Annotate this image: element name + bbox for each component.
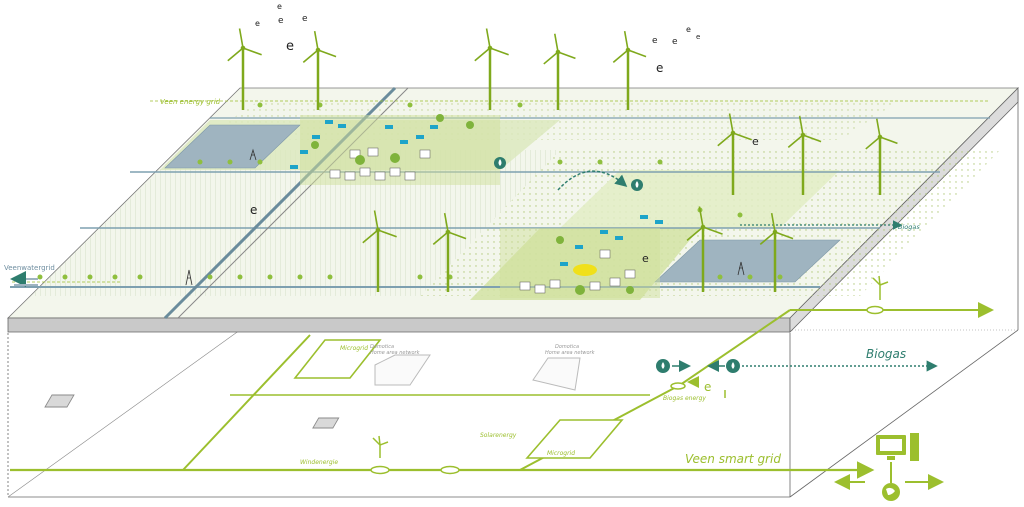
wind-turbine-hub [625,47,631,53]
wind-turbine-blade [627,49,647,58]
wind-turbine-blade [875,118,881,138]
globe-icon [882,483,900,501]
electron-icon: e [752,135,759,148]
electron-icon: e [672,37,678,47]
wind-turbine-blade [302,49,319,63]
wind-turbine-hub [375,227,381,233]
biogas-label-bottom: Biogas [866,347,906,361]
biogas-label-top: Biogas [898,223,920,231]
wind-turbine-blade [432,231,449,245]
domotica-1-label: Domotica [370,344,394,350]
biogas-energy-label: Biogas energy [663,395,706,402]
energy-grid-lines [12,100,990,283]
electron-icon: e [302,14,308,24]
electron-icon: e [686,25,691,34]
wind-turbine-hub [487,45,493,51]
wind-turbine-blade [798,115,804,136]
wind-turbine-blade [489,47,509,56]
smart-grid-network [10,302,994,479]
biogas-flow-arrow [557,170,628,191]
wind-turbine-blade [238,28,244,49]
wind-turbine-hub [730,130,736,136]
wind-turbine-blade [543,51,559,65]
windenergie-label: Windenergie [300,459,338,466]
veen-energy-grid-label: Veen energy grid [160,98,221,106]
water-basins [164,124,841,283]
wind-turbine-blade [317,49,337,58]
wind-turbine-icon [372,275,889,458]
water-basin-right [654,239,841,283]
domotica-1-sublabel: Home area network [370,350,421,356]
wind-turbine-blade [802,134,822,143]
microgrid-2-label: Microgrid [547,450,575,457]
wind-turbine-blade [702,226,723,235]
wind-turbine-blade [717,132,734,147]
wind-turbine-blade [623,30,629,51]
veenwatergrid-arrows [10,271,38,287]
veen-smart-grid-label: Veen smart grid [685,452,781,466]
wind-turbine-blade [443,212,449,233]
electron-icon: e [642,252,649,265]
wind-turbine-hub [240,45,246,51]
domotica-2-label: Domotica [555,344,579,350]
wind-turbine-blade [227,47,244,62]
canals [10,86,990,320]
village-cluster-bottom [500,215,663,298]
wind-turbine-blade [686,226,704,241]
electron-icon: e [696,33,700,41]
wind-turbine-blade [770,212,776,233]
wind-turbine-blade [313,30,319,51]
electron-icon: e [652,36,658,46]
wind-turbine-blade [879,136,898,145]
wind-turbine-blade [865,136,881,150]
wind-turbine-blade [698,206,704,228]
electron-icon: e [278,16,284,26]
electron-icon: e [704,380,711,394]
domotica-2-sublabel: Home area network [545,350,596,356]
wind-turbine-blade [759,231,776,245]
pylon-icon [185,148,745,286]
wind-turbine-blade [774,231,794,240]
electron-icon: e [255,19,260,28]
wind-turbine-blade [553,33,559,53]
wind-turbine-blade [377,229,397,238]
electron-icon: e [250,203,257,217]
village-cluster-top [290,114,500,185]
electron-icon: e [286,39,294,54]
microgrid-1-label: Microgrid [340,345,368,352]
wind-turbine-blade [485,28,491,49]
wind-turbine-blade [447,231,467,240]
wind-turbine-hub [800,132,806,138]
wind-turbine-blade [732,132,752,141]
wind-turbine-hub [315,47,321,53]
wind-turbine-blade [362,229,379,244]
wind-turbine-hub [555,49,561,55]
wind-turbine-blade [373,210,379,231]
wind-turbine-blade [242,47,262,56]
wind-turbines [227,28,898,292]
computer-icon [876,433,919,483]
wind-turbine-hub [772,229,778,235]
wind-turbine-blade [474,47,491,62]
biogas-node-cluster [656,359,938,398]
electron-icon: e [656,61,663,75]
wind-turbine-hub [445,229,451,235]
wind-turbine-blade [557,51,576,60]
wind-turbine-blade [612,49,629,63]
veenwatergrid-label: Veenwatergrid [4,264,55,272]
biogas-flame-icon [494,157,643,191]
wind-turbine-blade [787,134,804,148]
wind-turbine-hub [877,134,883,140]
electron-icon: e [277,2,282,11]
solarenergy-label: Solarenergy [480,432,517,439]
wind-turbine-hub [700,224,706,230]
wind-turbine-blade [728,113,734,134]
